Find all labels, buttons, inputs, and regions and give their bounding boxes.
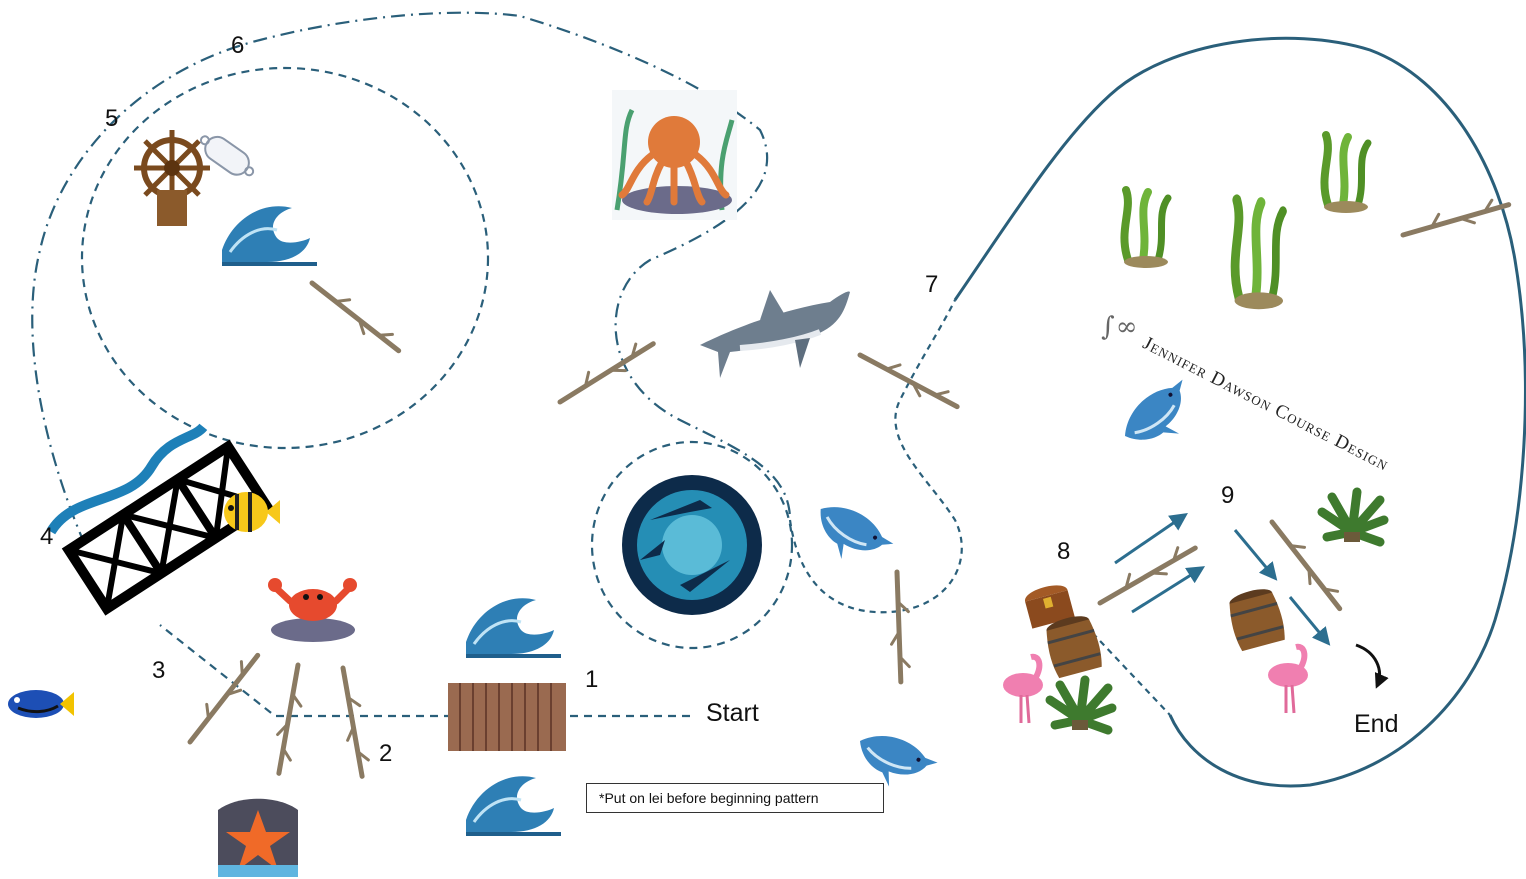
brand-logo-icon: ∫∞: [1101, 311, 1139, 342]
shark-tunnel-icon: [622, 475, 762, 615]
wave-icon: [220, 204, 319, 268]
bridge-icon: [46, 423, 274, 616]
station-marker-5: 5: [105, 105, 119, 132]
station-marker-6: 6: [231, 32, 245, 59]
driftwood-stick-icon: [856, 346, 962, 414]
driftwood-stick-icon: [889, 572, 911, 683]
driftwood-stick-icon: [1400, 195, 1511, 243]
seaweed-icon: [1124, 190, 1168, 268]
driftwood-stick-icon: [1095, 539, 1199, 610]
starfish-icon: [218, 798, 298, 877]
seaweed-icon: [1235, 200, 1283, 309]
wave-icon: [464, 774, 563, 838]
wave-icon: [464, 596, 563, 660]
flamingo-icon: [1003, 657, 1043, 723]
driftwood-stick-icon: [1266, 516, 1348, 614]
instruction-note: *Put on lei before beginning pattern: [586, 783, 884, 813]
driftwood-stick-icon: [182, 649, 264, 747]
shark-icon: [700, 290, 850, 378]
seaweed-icon: [1324, 135, 1368, 213]
station-marker-1: 1: [585, 666, 599, 693]
station-marker-7: 7: [925, 271, 939, 298]
direction-arrows: [1114, 512, 1331, 646]
dolphin-icon: [803, 490, 897, 580]
driftwood-stick-icon: [307, 275, 405, 357]
tropical-fish-icon: [8, 690, 74, 718]
treasure-chest-icon: [1025, 585, 1075, 629]
palm-plant-icon: [1322, 492, 1384, 542]
end-label: End: [1354, 710, 1399, 738]
station-marker-3: 3: [152, 657, 166, 684]
driftwood-stick-icon: [335, 666, 372, 777]
start-label: Start: [706, 699, 759, 727]
buoy-icon: [199, 135, 255, 177]
station-marker-8: 8: [1057, 538, 1071, 565]
course-path-dashdot: [31, 11, 792, 546]
wooden-pallet-icon: [448, 683, 566, 751]
driftwood-stick-icon: [271, 664, 308, 775]
course-path-dashed: [80, 66, 1171, 718]
driftwood-stick-icon: [555, 335, 658, 409]
turn-arrow-icon: [1355, 643, 1389, 689]
crab-icon: [268, 578, 357, 642]
palm-plant-icon: [1050, 680, 1112, 730]
ships-wheel-icon: [134, 130, 210, 226]
barrel-icon: [1223, 583, 1290, 654]
station-marker-9: 9: [1221, 482, 1235, 509]
flamingo-icon: [1268, 647, 1308, 713]
tropical-fish-icon: [224, 492, 280, 532]
octopus-icon: [612, 90, 737, 220]
station-marker-2: 2: [379, 740, 393, 767]
course-path-solid-loop: [953, 36, 1526, 788]
station-marker-4: 4: [40, 523, 54, 550]
